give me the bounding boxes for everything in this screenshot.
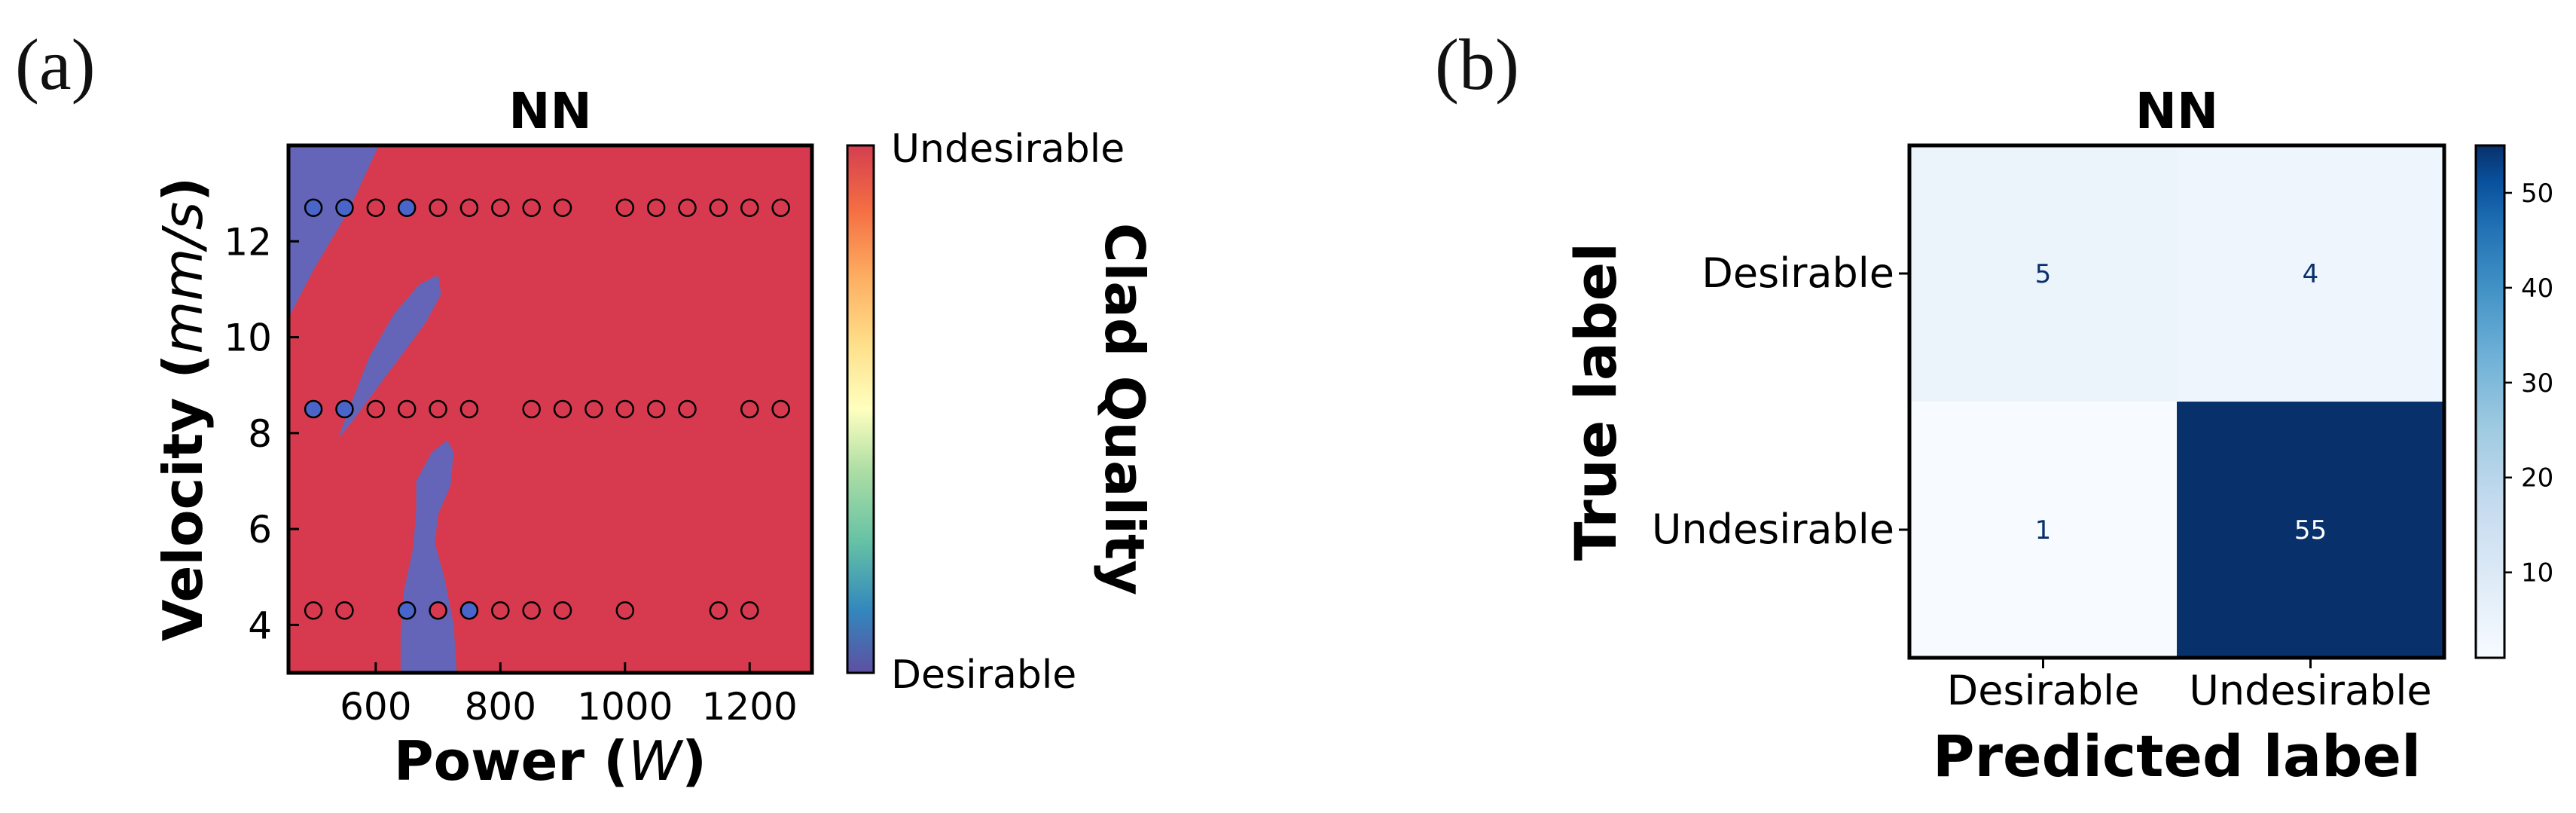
point-undesirable	[429, 399, 447, 419]
chart-b-title: NN	[2135, 82, 2218, 140]
point-undesirable	[771, 198, 790, 217]
cell-value: 1	[2035, 515, 2052, 546]
point-undesirable	[584, 399, 603, 419]
point-undesirable	[522, 399, 541, 419]
x-axis-label-unit: W	[628, 729, 684, 793]
point-undesirable	[522, 198, 541, 217]
y-axis-label-main: Velocity (	[151, 354, 215, 641]
point-undesirable	[335, 601, 354, 620]
point-undesirable	[615, 601, 635, 620]
point-desirable	[459, 601, 479, 620]
y-axis-label-b: True label	[1562, 243, 1629, 561]
x-axis-label-end: )	[682, 729, 707, 793]
point-undesirable	[678, 198, 697, 217]
point-undesirable	[740, 601, 759, 620]
panel-a-label: (a)	[15, 24, 96, 105]
desirable-region-middle	[338, 274, 441, 439]
point-undesirable	[709, 601, 728, 620]
point-undesirable	[459, 198, 479, 217]
chart-a-title: NN	[508, 82, 591, 140]
point-undesirable	[304, 601, 323, 620]
confusion-cell	[1909, 402, 2177, 658]
y-tick-label: 12	[224, 220, 272, 264]
point-undesirable	[491, 198, 510, 217]
point-undesirable	[397, 399, 417, 419]
x-tick-label: Undesirable	[2189, 667, 2431, 714]
point-undesirable	[553, 198, 572, 217]
point-undesirable	[553, 399, 572, 419]
point-undesirable	[429, 198, 447, 217]
point-undesirable	[553, 601, 572, 620]
desirable-region-top-left	[288, 145, 379, 319]
colorbar-b-tick-label: 20	[2521, 463, 2553, 494]
point-undesirable	[740, 399, 759, 419]
confusion-cell	[2177, 145, 2444, 402]
point-undesirable	[771, 399, 790, 419]
x-axis-label-b: Predicted label	[1933, 723, 2421, 790]
y-tick-label: 8	[248, 412, 272, 456]
y-tick-label: Desirable	[1702, 249, 1894, 297]
x-tick-label: 1000	[577, 685, 673, 729]
point-desirable	[335, 198, 354, 217]
point-undesirable	[646, 399, 666, 419]
y-tick-label: 10	[224, 316, 272, 360]
point-desirable	[304, 198, 323, 217]
point-desirable	[335, 399, 354, 419]
point-undesirable	[522, 601, 541, 620]
x-axis-label: Power (W)	[394, 729, 707, 793]
colorbar-b-tick-label: 50	[2521, 179, 2553, 209]
point-undesirable	[709, 198, 728, 217]
point-desirable	[397, 601, 417, 620]
point-undesirable	[366, 399, 386, 419]
colorbar-b	[2474, 144, 2506, 659]
plot-b-frame	[1907, 143, 2446, 660]
x-tick-label: Desirable	[1947, 667, 2140, 714]
point-undesirable	[459, 399, 479, 419]
y-axis-label-end: )	[151, 177, 215, 202]
point-undesirable	[646, 198, 666, 217]
point-undesirable	[429, 601, 447, 620]
colorbar-b-tick-label: 40	[2521, 274, 2553, 304]
y-tick-label: 4	[248, 604, 272, 647]
y-tick-label: Undesirable	[1652, 506, 1894, 553]
y-axis-label-unit: mm/s	[151, 202, 215, 354]
point-undesirable	[366, 198, 386, 217]
colorbar-a-label: Clad Quality	[1093, 223, 1156, 595]
confusion-cell	[2177, 402, 2444, 658]
panel-b-label: (b)	[1435, 24, 1519, 105]
point-undesirable	[615, 198, 635, 217]
cell-value: 5	[2035, 259, 2052, 289]
point-undesirable	[491, 601, 510, 620]
plot-a-frame	[286, 143, 814, 675]
y-tick-label: 6	[248, 508, 272, 552]
point-desirable	[304, 399, 323, 419]
point-desirable	[397, 198, 417, 217]
colorbar-a-top-label: Undesirable	[891, 127, 1125, 172]
colorbar-a-bottom-label: Desirable	[891, 653, 1076, 698]
x-tick-label: 800	[465, 685, 536, 729]
colorbar-b-tick-label: 30	[2521, 368, 2553, 399]
x-tick-label: 600	[340, 685, 411, 729]
y-axis-label: Velocity (mm/s)	[151, 177, 215, 641]
cell-value: 4	[2303, 259, 2319, 289]
confusion-cell	[1909, 145, 2177, 402]
x-axis-label-main: Power (	[394, 729, 628, 793]
colorbar-b-tick-label: 10	[2521, 558, 2553, 588]
point-undesirable	[740, 198, 759, 217]
x-tick-label: 1200	[702, 685, 798, 729]
cell-value: 55	[2294, 515, 2327, 546]
point-undesirable	[615, 399, 635, 419]
point-undesirable	[678, 399, 697, 419]
colorbar-a	[846, 144, 875, 674]
